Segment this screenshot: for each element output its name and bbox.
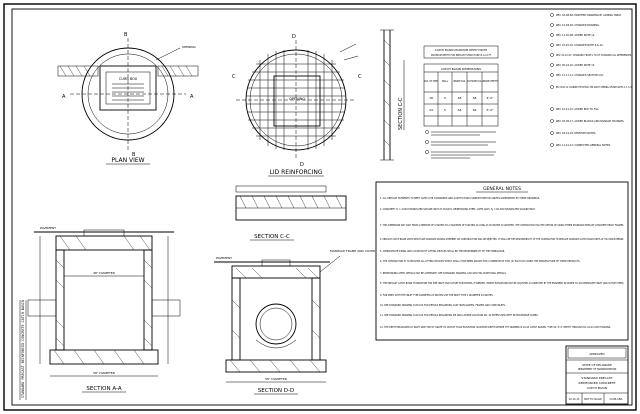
table-cell-1-3: 64 <box>473 108 477 112</box>
lid-opening-label: OPENING <box>289 97 305 101</box>
note-1: 1. ALL PRECAST ELEMENTS TO MEET ASTM C47… <box>380 197 540 200</box>
title-state-1: STATE OF DELAWARE <box>582 363 612 367</box>
inner-border <box>11 8 633 406</box>
catch-basin-table: CATCH BASIN MAXIMUM DEPTH NOTE MAXIMUM D… <box>423 45 499 159</box>
dd-pipe-opening <box>255 303 297 345</box>
revision-8: REV. 10-21-15: ADDED BOX TO FILL. <box>556 108 599 111</box>
note-11: 11. SEE STANDARD DRAWING D-80-100 FOR DE… <box>380 314 538 317</box>
note-8: 8. THE PRECAST CATCH BASIN FOUNDATION FO… <box>380 282 624 285</box>
revision-0: REV. 03-08-84: MODIFIED DRAWING BY ADDIN… <box>556 14 622 17</box>
revision-11: REV. 11-21-21: CORRECTED GENERAL NOTES. <box>556 144 611 147</box>
table-header-0: DIA. OF PIPE <box>424 80 438 83</box>
revisions-list: REV. 03-08-84: MODIFIED DRAWING BY ADDIN… <box>550 13 632 147</box>
section-cc-elevation: SECTION C-C <box>235 185 347 241</box>
aa-lid-diameter-label: 58" DIAMETER <box>93 371 115 375</box>
table-cell-0-1: 5 <box>444 96 446 100</box>
note-12: 12. THE DEPTH MEASURED AT INLET SIDE TOP… <box>380 326 611 329</box>
note-10: 10. SEE STANDARD DRAWING D-80-103 FOR DE… <box>380 304 506 307</box>
table-cell-0-2: 48 <box>458 96 462 100</box>
dd-pavement-label: PAVEMENT <box>216 256 232 260</box>
table-cell-0-0: 18 <box>429 96 433 100</box>
general-notes-title: GENERAL NOTES <box>483 186 521 192</box>
table-cell-1-1: 5 <box>444 108 446 112</box>
table-cell-1-0: 24 <box>429 108 433 112</box>
table-cell-0-4: 4'-0" <box>486 96 494 100</box>
revision-2: REV. 11-30-98: ADDED NOTE 12. <box>556 34 595 37</box>
marker-d-bottom: D <box>300 162 304 168</box>
revision-9: REV. 03-08-17: ADDED BLOCKS AND SIGNAGE … <box>556 120 625 123</box>
lid-reinforcing-view: OPENING D D C C LID REINFORCING <box>232 34 362 177</box>
note-3: 3. THIS DIMENSION MAY VARY FROM A MINIMU… <box>380 224 624 227</box>
outer-border <box>3 3 637 411</box>
table-cell-1-2: 54 <box>458 108 462 112</box>
table-cell-0-3: 58 <box>473 96 477 100</box>
table-header-4: INSIDE DEPTH <box>482 80 498 83</box>
section-aa-title: SECTION A-A <box>86 386 121 392</box>
table-subtitle: MAXIMUM DEPTH FOR PRECAST STRUCTURE IS 1… <box>431 54 492 57</box>
aa-pavement-label: PAVEMENT <box>40 226 56 230</box>
section-cc-vertical-title: SECTION C-C <box>398 97 404 130</box>
marker-b-top: B <box>124 32 128 38</box>
revision-1: REV. 12-28-94: CHANGED DRAWING. <box>556 24 600 27</box>
side-stamp: STANDARD PRECAST REINFORCED CONCRETE CAT… <box>19 300 27 400</box>
note-6: 6. THE CONTRACTOR IS TO PROVIDE ALL LIFT… <box>380 260 581 263</box>
revision-5: REV. 05-24-10: ADDED NOTE 13. <box>556 64 595 67</box>
table-header-3: OUTSIDE DIA. <box>467 80 482 83</box>
table-cell-1-4: 5'-0" <box>486 108 494 112</box>
lid-opening <box>273 75 321 127</box>
title-date: 12-15-15 <box>569 398 580 401</box>
note-9: 9. FOR PIPES WITH THE INLET TYPE DIAMETE… <box>380 294 494 297</box>
title-state-2: DEPARTMENT OF TRANSPORTATION <box>578 368 617 371</box>
lid-reinforcing-title: LID REINFORCING <box>270 169 323 176</box>
dd-diameter-label: 58" DIAMETER <box>265 377 287 381</box>
table-dims-title: CATCH BASIN DIMENSIONS <box>441 67 481 71</box>
section-cc-title: SECTION C-C <box>254 234 290 240</box>
section-cc-vertical: SECTION C-C <box>380 29 405 161</box>
title-drawing-2: REINFORCED CONCRETE <box>579 381 616 385</box>
section-aa: PAVEMENT 48" DIAMETER 58" DIAMETER SECTI… <box>27 226 181 393</box>
general-notes: GENERAL NOTES 1. ALL PRECAST ELEMENTS TO… <box>375 181 629 341</box>
revision-10: REV. 03-19-19: REMOVED NOTES. <box>556 132 596 135</box>
marker-d-top: D <box>292 34 296 40</box>
plan-view-title: PLAN VIEW <box>111 157 144 164</box>
title-sheet-no: D-CB-CBA <box>610 397 623 401</box>
revision-7: REV. 08-25-14: CHANGED THE DETAILS FOR G… <box>556 86 632 89</box>
note-5: 5. APPROXIMATE SIZING AND LOCATION OF LI… <box>380 250 505 253</box>
marker-b-bottom: B <box>132 152 136 158</box>
dd-manhole-label: MANHOLE FRAME AND COVER <box>330 249 375 253</box>
title-approval: APPROVED <box>589 352 604 356</box>
note-7: 7. REINFORCING STEEL DETAILS MAY BE ALTE… <box>380 272 507 275</box>
section-dd: PAVEMENT 58" DIAMETER SECTION D-D MANHOL… <box>214 249 375 395</box>
title-drawing-3: CATCH BASIN <box>587 386 607 390</box>
aa-diameter-label: 48" DIAMETER <box>93 271 115 275</box>
side-stamp-text: STANDARD PRECAST REINFORCED CONCRETE CAT… <box>21 300 25 398</box>
note-4: 4. PRECAST CATCH BASIN UNITS WHICH ARE D… <box>380 238 624 241</box>
section-dd-title: SECTION D-D <box>258 388 294 394</box>
table-header-2: INSIDE DIA. <box>453 80 466 83</box>
title-drawing-1: STANDARD PRECAST <box>581 376 612 380</box>
marker-a-left: A <box>62 94 66 100</box>
note-2: 2. CONCRETE: fc = 4,000 POUNDS PER SQUAR… <box>380 208 536 211</box>
plan-view: CURB BOX B B A A OPENING PLAN VIEW <box>57 32 199 165</box>
marker-c-left: C <box>232 74 236 80</box>
revision-6: REV. 11-17-11: CHANGED SECTION D-D. <box>556 74 604 77</box>
table-header-1: WALL <box>442 80 449 83</box>
marker-c-right: C <box>358 74 362 80</box>
plan-opening-note: OPENING <box>182 45 196 49</box>
revision-3: REV. 07-25-01: CHANGED NOTE 6 & 12. <box>556 44 604 47</box>
title-scale: NOT TO SCALE <box>584 398 602 401</box>
title-block: APPROVED STATE OF DELAWARE DEPARTMENT OF… <box>565 345 629 405</box>
marker-a-right: A <box>190 94 194 100</box>
table-title: CATCH BASIN MAXIMUM DEPTH NOTE <box>435 48 488 52</box>
revision-4: REV. 01-22-07: CHANGED FROM S TO ST CHAN… <box>556 54 632 57</box>
curb-box-label: CURB BOX <box>119 77 138 81</box>
